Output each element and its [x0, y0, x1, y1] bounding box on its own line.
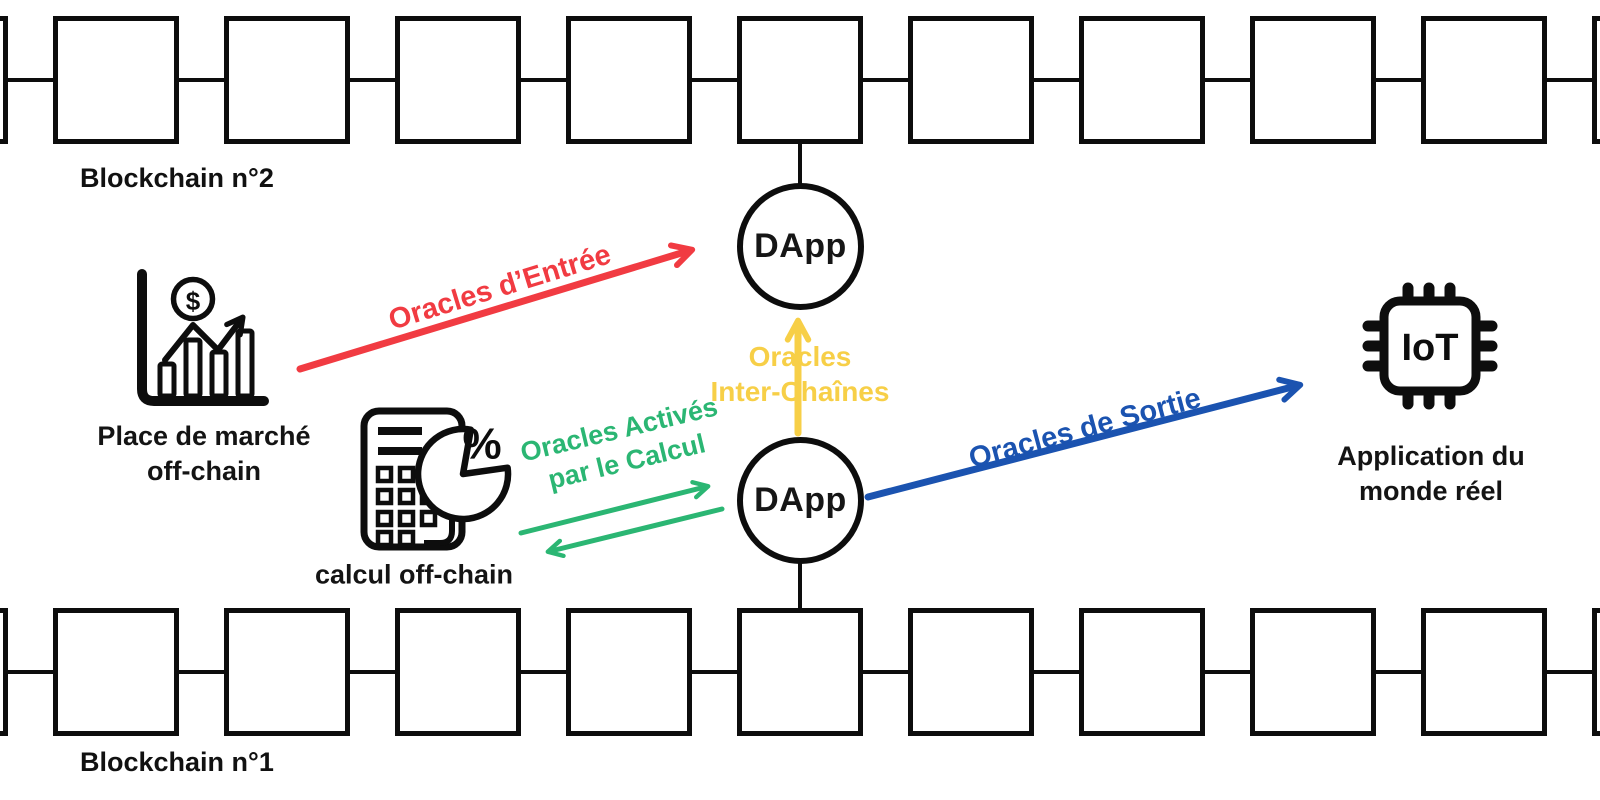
block-link	[1376, 78, 1421, 82]
block-link	[863, 670, 908, 674]
block-link	[1034, 78, 1079, 82]
blockchain-2-chain	[0, 16, 1600, 144]
block-link	[1376, 670, 1421, 674]
iot-label-line2: monde réel	[1358, 476, 1504, 506]
block-link	[350, 670, 395, 674]
compute-oracle-arrow-response	[545, 506, 725, 559]
bottom-chain-dapp-connector	[798, 560, 802, 608]
block-link	[1547, 78, 1592, 82]
dollar-glyph: $	[186, 286, 201, 316]
blockchain-block	[224, 608, 350, 736]
blockchain-block	[1250, 608, 1376, 736]
blockchain-block	[1421, 608, 1547, 736]
iot-chip-icon: IoT	[1362, 282, 1498, 410]
block-link	[350, 78, 395, 82]
blockchain-block	[395, 16, 521, 144]
block-link	[1205, 78, 1250, 82]
bar-chart-dollar-icon: $	[137, 269, 269, 406]
iot-chip-text: IoT	[1402, 327, 1459, 369]
blockchain-block	[395, 608, 521, 736]
dapp-node-bottom: DApp	[737, 437, 864, 564]
dapp-top-label: DApp	[754, 227, 847, 265]
block-link	[179, 78, 224, 82]
blockchain-block	[908, 16, 1034, 144]
blockchain-block	[1421, 16, 1547, 144]
blockchain-block	[1592, 608, 1600, 736]
block-link	[8, 78, 53, 82]
block-link	[521, 670, 566, 674]
input-oracle-arrow	[296, 242, 696, 373]
blockchain-block	[53, 16, 179, 144]
dapp-bottom-label: DApp	[754, 481, 847, 519]
block-link	[179, 670, 224, 674]
iot-node-label: Application du monde réel	[1337, 439, 1524, 509]
blockchain-block	[737, 16, 863, 144]
blockchain-block	[566, 16, 692, 144]
blockchain-block	[737, 608, 863, 736]
compute-oracle-label: Oracles Activés par le Calcul	[517, 390, 728, 501]
interchain-oracle-label-line2: Inter-Chaînes	[710, 376, 890, 407]
blockchain-block	[1079, 16, 1205, 144]
blockchain-block	[908, 608, 1034, 736]
block-link	[692, 670, 737, 674]
blockchain-block	[53, 608, 179, 736]
blockchain-1-label: Blockchain n°1	[80, 747, 274, 777]
block-link	[1205, 670, 1250, 674]
blockchain-block	[1079, 608, 1205, 736]
interchain-oracle-label: Oracles Inter-Chaînes	[711, 339, 890, 409]
block-link	[521, 78, 566, 82]
compute-node-label: calcul off-chain	[314, 559, 514, 590]
block-link	[8, 670, 53, 674]
blockchain-block	[0, 16, 8, 144]
block-link	[692, 78, 737, 82]
blockchain-block	[0, 608, 8, 736]
block-link	[863, 78, 908, 82]
dapp-node-top: DApp	[737, 183, 864, 310]
percent-glyph: %	[462, 420, 501, 469]
blockchain-1-chain	[0, 608, 1600, 736]
market-node-label: Place de marché off-chain	[97, 419, 310, 489]
input-oracle-label: Oracles d’Entrée	[384, 238, 615, 337]
interchain-oracle-label-line1: Oracles	[748, 341, 852, 372]
iot-label-line1: Application du	[1337, 441, 1525, 471]
block-link	[1034, 670, 1079, 674]
blockchain-2-label: Blockchain n°2	[80, 163, 274, 193]
calculator-pie-icon: %	[360, 407, 512, 551]
blockchain-block	[224, 16, 350, 144]
block-link	[1547, 670, 1592, 674]
top-chain-dapp-connector	[798, 144, 802, 184]
output-oracle-label: Oracles de Sortie	[965, 382, 1205, 475]
blockchain-block	[566, 608, 692, 736]
blockchain-block	[1592, 16, 1600, 144]
market-label-line2: off-chain	[146, 456, 261, 486]
market-label-line1: Place de marché	[97, 421, 311, 451]
blockchain-block	[1250, 16, 1376, 144]
